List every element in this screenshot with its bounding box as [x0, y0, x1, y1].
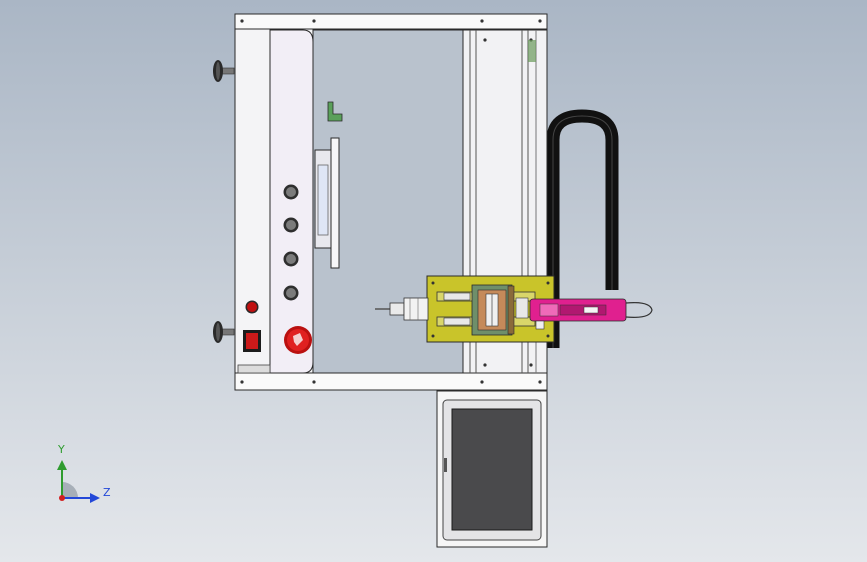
touch-screen-panel[interactable] — [436, 390, 548, 548]
leveling-knob-top — [213, 60, 235, 82]
cable-drag-chain — [546, 109, 619, 348]
sensor-bracket — [327, 101, 343, 122]
screwdriver-bit — [375, 297, 429, 321]
control-knob-icon[interactable] — [283, 184, 299, 200]
electric-spindle[interactable] — [529, 298, 653, 330]
door-panel — [237, 29, 314, 374]
triad-y-label: Y — [58, 443, 65, 456]
triad-z-label: Z — [103, 486, 111, 499]
indicator-light-icon — [245, 300, 259, 314]
control-knob-icon[interactable] — [283, 217, 299, 233]
control-knob-icon[interactable] — [283, 285, 299, 301]
emergency-stop-icon[interactable] — [284, 326, 312, 354]
leveling-knob-bottom — [213, 321, 235, 343]
door-handle[interactable] — [314, 137, 340, 269]
power-switch-icon[interactable] — [243, 330, 261, 352]
control-knob-icon[interactable] — [283, 251, 299, 267]
orientation-triad — [57, 460, 100, 503]
moving-carriage[interactable] — [426, 275, 555, 343]
